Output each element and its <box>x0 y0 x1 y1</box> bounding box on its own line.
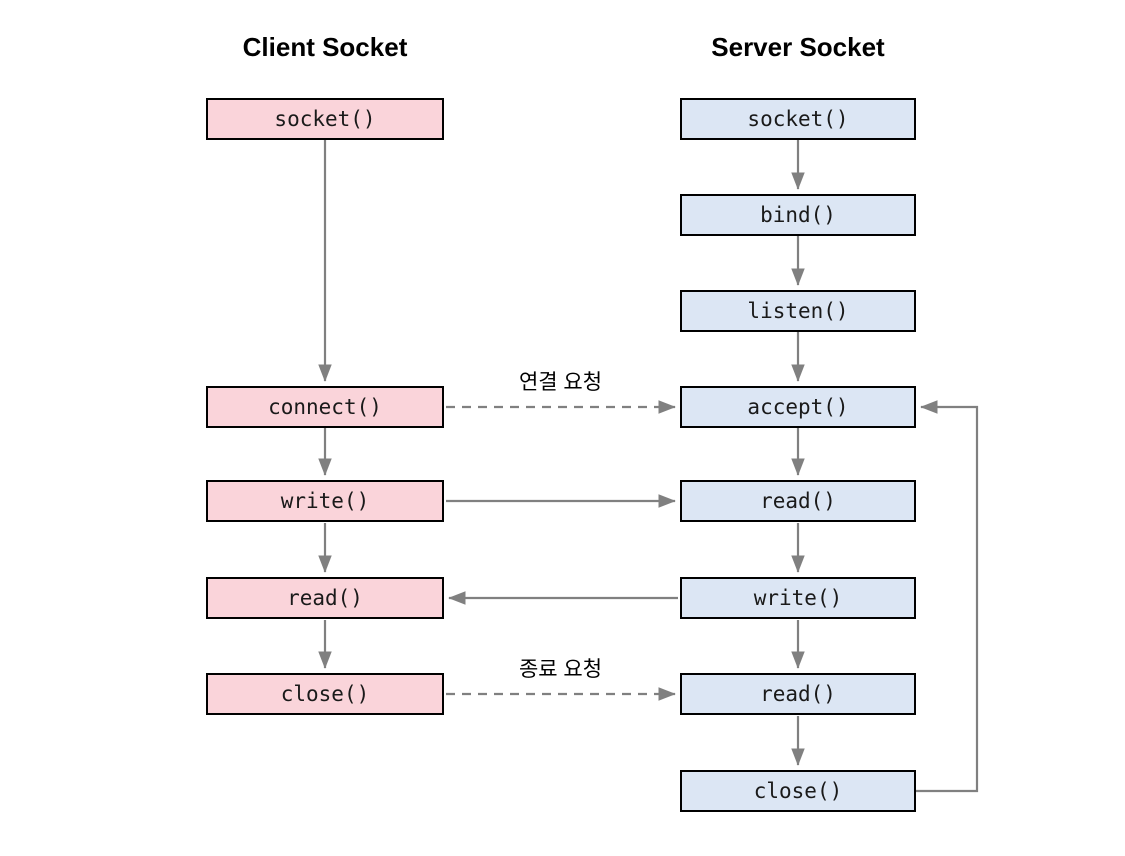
node-server-read-2[interactable]: read() <box>680 673 916 715</box>
node-client-socket[interactable]: socket() <box>206 98 444 140</box>
node-client-write[interactable]: write() <box>206 480 444 522</box>
node-server-listen[interactable]: listen() <box>680 290 916 332</box>
node-client-connect[interactable]: connect() <box>206 386 444 428</box>
node-server-write[interactable]: write() <box>680 577 916 619</box>
node-server-bind[interactable]: bind() <box>680 194 916 236</box>
node-server-read-1[interactable]: read() <box>680 480 916 522</box>
column-title-server: Server Socket <box>711 32 885 62</box>
edge-label-connect-request: 연결 요청 <box>518 371 603 394</box>
node-server-close[interactable]: close() <box>680 770 916 812</box>
node-server-accept[interactable]: accept() <box>680 386 916 428</box>
edge-label-close-request: 종료 요청 <box>518 658 603 681</box>
node-client-read[interactable]: read() <box>206 577 444 619</box>
edge-close-loop-to-accept <box>916 400 979 793</box>
node-server-socket[interactable]: socket() <box>680 98 916 140</box>
column-title-client: Client Socket <box>242 32 408 62</box>
node-client-close[interactable]: close() <box>206 673 444 715</box>
